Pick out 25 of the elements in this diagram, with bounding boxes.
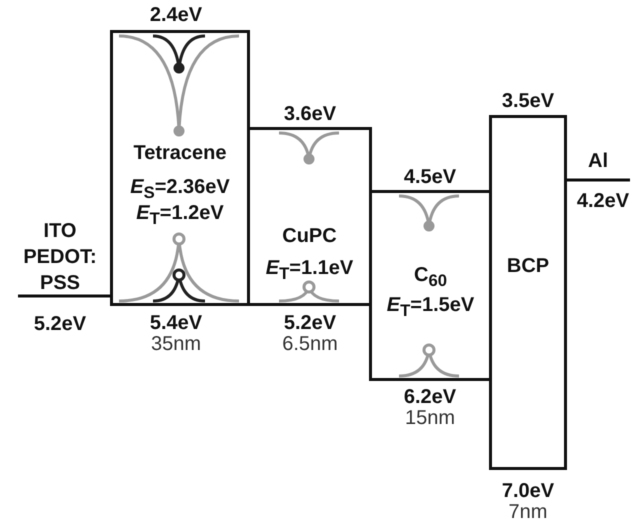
layer-name: CuPC: [282, 225, 337, 247]
energy-label: 5.4eV: [150, 312, 202, 334]
energy-label: 6.2eV: [404, 386, 456, 408]
layer-box: [489, 115, 567, 470]
energy-label: E$_{T}$=1.1eV: [266, 257, 354, 285]
energy-label: E$_{T}$=1.2eV: [136, 202, 224, 230]
electrode-label: Al: [588, 150, 608, 172]
thickness-label: 15nm: [404, 407, 456, 429]
energy-label: 4.5eV: [404, 166, 456, 188]
energy-label: 3.5eV: [502, 90, 554, 112]
layer-name: BCP: [506, 255, 550, 277]
electrode-label: ITO PEDOT: PSS: [22, 219, 98, 296]
energy-label: 7.0eV: [502, 480, 554, 502]
thickness-label: 35nm: [150, 333, 202, 355]
energy-label: E$_{S}$=2.36eV: [130, 176, 230, 204]
layer-name: Tetracene: [134, 142, 226, 164]
energy-label: 5.2eV: [284, 312, 336, 334]
energy-label: 2.4eV: [150, 4, 202, 26]
layer-name: C$_{60}$: [414, 264, 447, 292]
energy-label: 5.2eV: [34, 313, 86, 335]
thickness-label: 6.5nm: [282, 333, 338, 355]
energy-label: E$_{T}$=1.5eV: [386, 294, 474, 322]
thickness-label: 7nm: [508, 501, 548, 521]
energy-label: 4.2eV: [576, 190, 630, 212]
energy-label: 3.6eV: [284, 103, 336, 125]
